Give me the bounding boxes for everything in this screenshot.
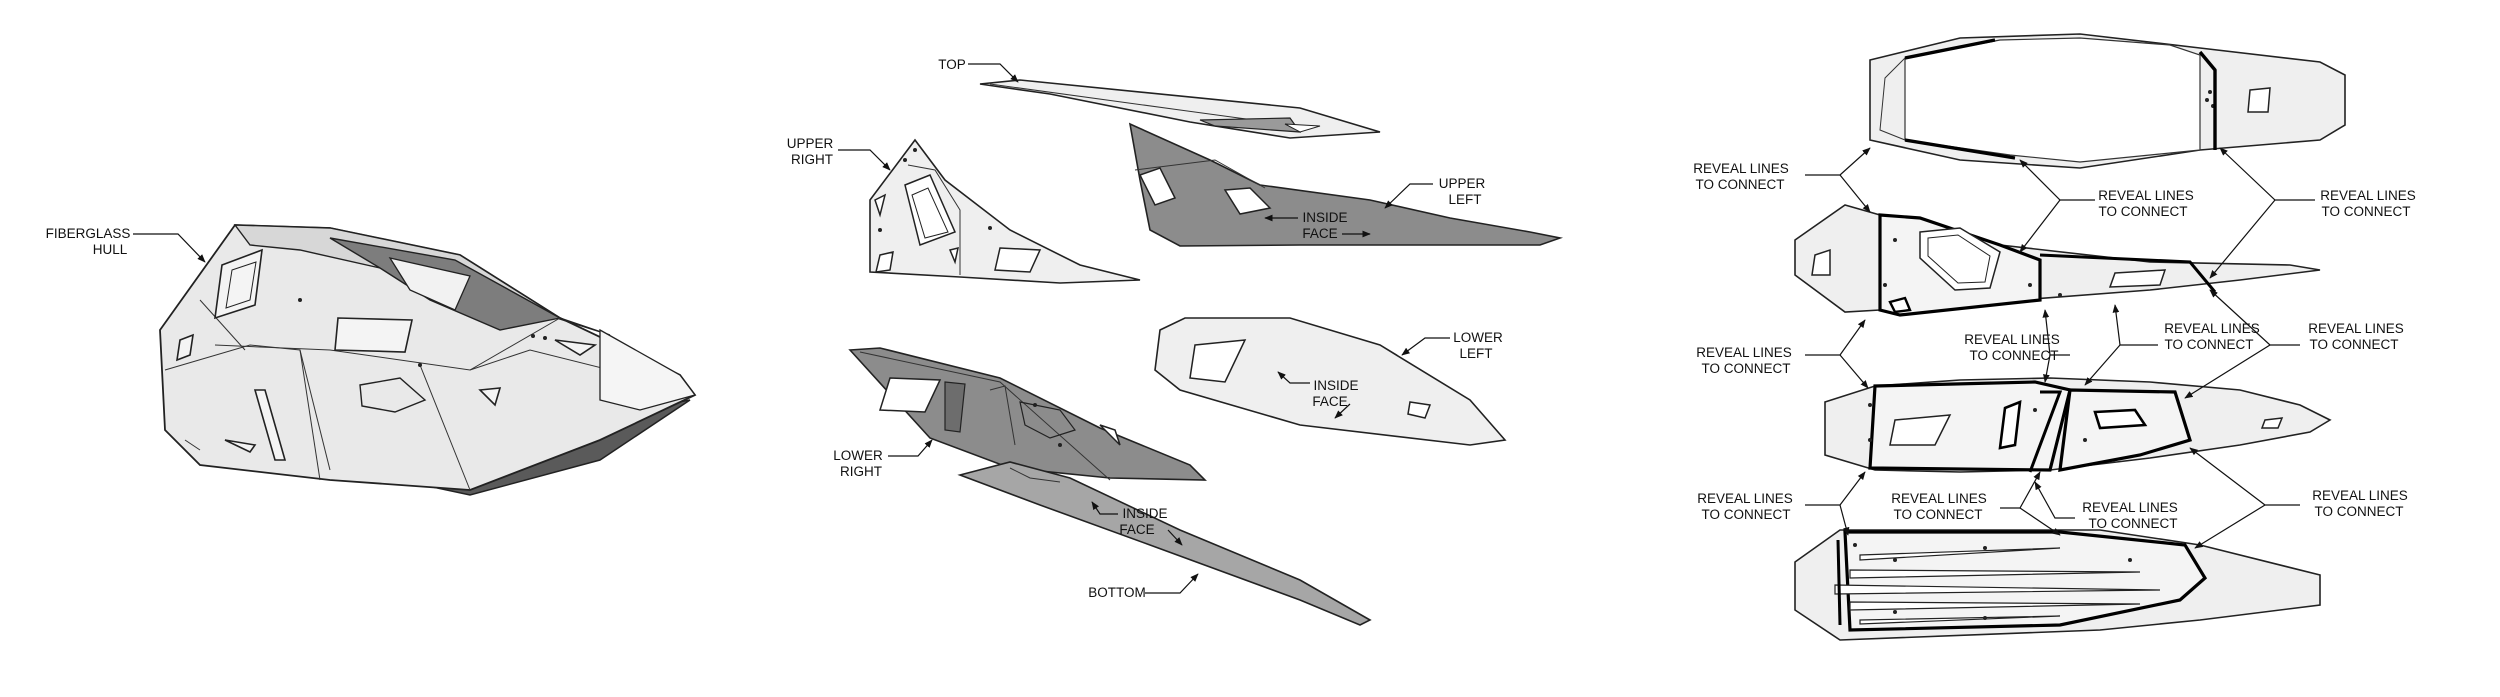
- label-lower-left-line2: LEFT: [1459, 346, 1492, 361]
- reveal-label-2-line2: TO CONNECT: [2098, 204, 2187, 219]
- label-fiberglass-hull-line2: HULL: [93, 242, 128, 257]
- label-lower-left-line1: LOWER: [1453, 330, 1503, 345]
- label-bottom-text: BOTTOM: [1088, 585, 1146, 600]
- exploded-panels: [848, 79, 1564, 626]
- label-inside-face-bottom: INSIDE FACE: [1091, 501, 1183, 546]
- label-lower-right-line1: LOWER: [833, 448, 883, 463]
- label-upper-right-line1: UPPER: [787, 136, 834, 151]
- reveal-label-9: REVEAL LINES TO CONNECT: [1891, 491, 1987, 522]
- reveal-label-3-line2: TO CONNECT: [2321, 204, 2410, 219]
- reveal-label-4-line2: TO CONNECT: [1701, 361, 1790, 376]
- label-lower-left: LOWER LEFT: [1401, 330, 1503, 361]
- reveal-label-3-line1: REVEAL LINES: [2320, 188, 2416, 203]
- label-inside-face-lower-line1: INSIDE: [1313, 378, 1358, 393]
- reveal-label-10-line2: TO CONNECT: [2088, 516, 2177, 531]
- reveal-leaders: [1805, 147, 2315, 549]
- reveal-label-4: REVEAL LINES TO CONNECT: [1696, 345, 1792, 376]
- reveal-label-1: REVEAL LINES TO CONNECT: [1693, 161, 1789, 192]
- reveal-label-11: REVEAL LINES TO CONNECT: [2312, 488, 2408, 519]
- reveal-label-10-line1: REVEAL LINES: [2082, 500, 2178, 515]
- label-lower-right-line2: RIGHT: [840, 464, 882, 479]
- reveal-label-10: REVEAL LINES TO CONNECT: [2082, 500, 2178, 531]
- label-inside-face-lower-line2: FACE: [1312, 394, 1347, 409]
- label-top: TOP: [938, 57, 1019, 83]
- label-inside-face-lower: INSIDE FACE: [1277, 371, 1359, 419]
- reveal-label-6: REVEAL LINES TO CONNECT: [2164, 321, 2260, 352]
- label-inside-face-bottom-line1: INSIDE: [1122, 506, 1167, 521]
- label-inside-face-bottom-line2: FACE: [1119, 522, 1154, 537]
- label-fiberglass-hull-line1: FIBERGLASS: [46, 226, 131, 241]
- label-upper-left: UPPER LEFT: [1384, 176, 1486, 209]
- reveal-label-5-line2: TO CONNECT: [1969, 348, 2058, 363]
- label-top-text: TOP: [938, 57, 966, 72]
- reveal-label-2-line1: REVEAL LINES: [2098, 188, 2194, 203]
- label-fiberglass-hull: FIBERGLASS HULL: [46, 226, 206, 263]
- reveal-label-6-line1: REVEAL LINES: [2164, 321, 2260, 336]
- reveal-label-7-line1: REVEAL LINES: [2308, 321, 2404, 336]
- reveal-label-4-line1: REVEAL LINES: [1696, 345, 1792, 360]
- reveal-label-8-line2: TO CONNECT: [1701, 507, 1790, 522]
- flat-patterns: [1794, 33, 2346, 641]
- assembled-hull: [159, 224, 697, 496]
- label-upper-left-line1: UPPER: [1439, 176, 1486, 191]
- reveal-label-11-line1: REVEAL LINES: [2312, 488, 2408, 503]
- reveal-label-8: REVEAL LINES TO CONNECT: [1697, 491, 1793, 522]
- label-upper-left-line2: LEFT: [1448, 192, 1481, 207]
- reveal-label-5-line1: REVEAL LINES: [1964, 332, 2060, 347]
- label-upper-right: UPPER RIGHT: [787, 136, 891, 171]
- label-inside-face-upper-line2: FACE: [1302, 226, 1337, 241]
- reveal-label-3: REVEAL LINES TO CONNECT: [2320, 188, 2416, 219]
- reveal-label-2: REVEAL LINES TO CONNECT: [2098, 188, 2194, 219]
- label-bottom: BOTTOM: [1088, 573, 1199, 600]
- reveal-label-9-line2: TO CONNECT: [1893, 507, 1982, 522]
- reveal-label-9-line1: REVEAL LINES: [1891, 491, 1987, 506]
- reveal-label-6-line2: TO CONNECT: [2164, 337, 2253, 352]
- reveal-label-5: REVEAL LINES TO CONNECT: [1964, 332, 2060, 363]
- label-inside-face-upper-line1: INSIDE: [1302, 210, 1347, 225]
- reveal-label-1-line2: TO CONNECT: [1695, 177, 1784, 192]
- label-upper-right-line2: RIGHT: [791, 152, 833, 167]
- reveal-label-7-line2: TO CONNECT: [2309, 337, 2398, 352]
- reveal-label-8-line1: REVEAL LINES: [1697, 491, 1793, 506]
- reveal-label-11-line2: TO CONNECT: [2314, 504, 2403, 519]
- reveal-label-7: REVEAL LINES TO CONNECT: [2308, 321, 2404, 352]
- label-inside-face-upper: INSIDE FACE: [1264, 210, 1371, 241]
- reveal-label-1-line1: REVEAL LINES: [1693, 161, 1789, 176]
- label-lower-right: LOWER RIGHT: [833, 439, 933, 479]
